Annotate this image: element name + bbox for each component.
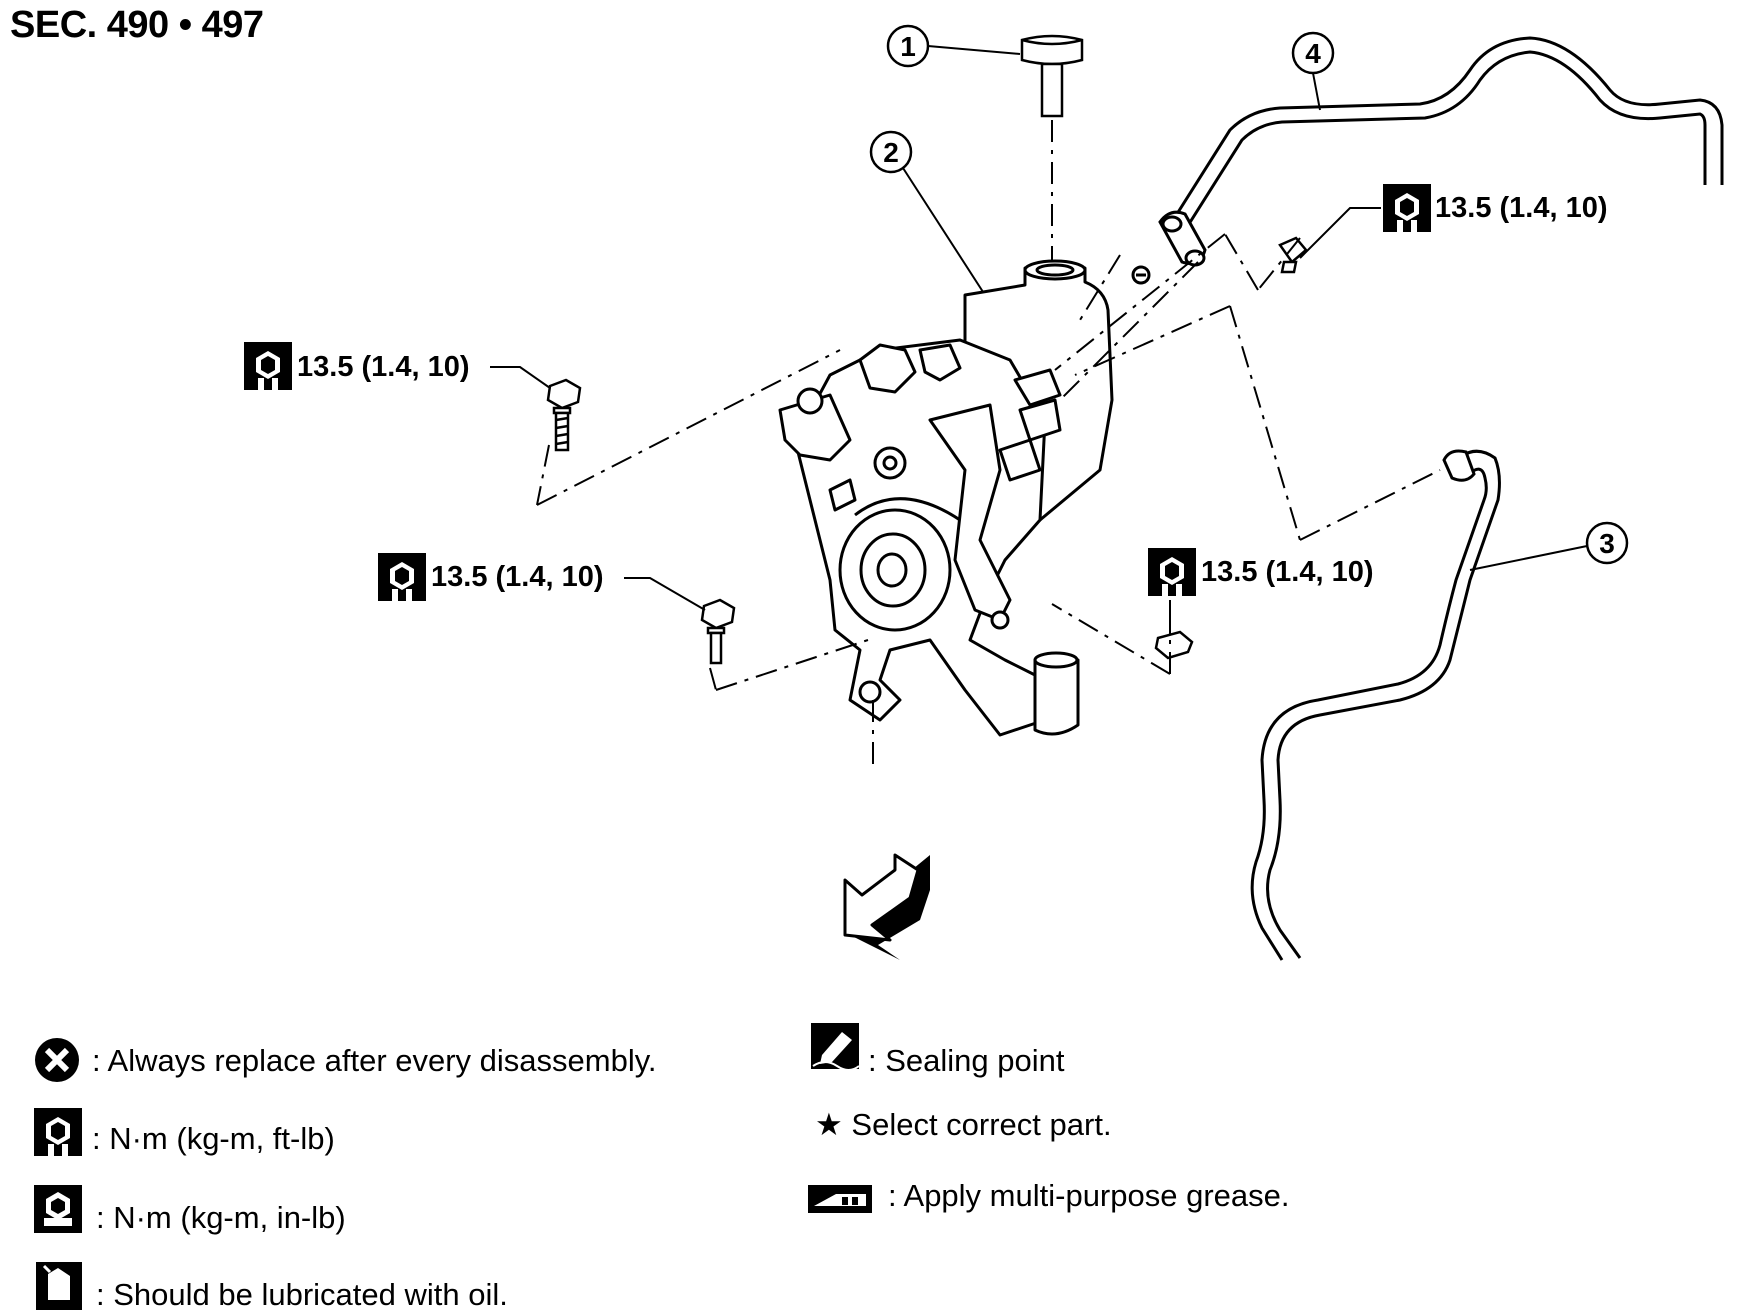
reservoir-cap: [1020, 34, 1084, 260]
mounting-bolt-center: [700, 598, 736, 665]
legend-left: : Always replace after every disassembly…: [34, 1038, 657, 1312]
legend-text-replace: : Always replace after every disassembly…: [92, 1043, 657, 1078]
callout-3: 3: [1469, 521, 1629, 571]
torque-value-center: 13.5 (1.4, 10): [431, 561, 604, 593]
torque-wrench-inlb-icon: [34, 1185, 82, 1233]
power-steering-pump: [778, 259, 1114, 737]
callout-number-4: 4: [1305, 38, 1321, 69]
torque-spec-center: 13.5 (1.4, 10): [378, 553, 706, 611]
legend-text-sealing: : Sealing point: [868, 1043, 1065, 1078]
callout-4: 4: [1291, 31, 1335, 111]
callout-number-2: 2: [883, 137, 899, 168]
legend-right: : Sealing point ★ Select correct part. :…: [808, 1023, 1290, 1213]
legend-text-select-part: ★ Select correct part.: [815, 1107, 1112, 1142]
alignment-lines: [536, 233, 1441, 770]
mounting-bolt-left: [546, 378, 582, 452]
grease-icon: [808, 1185, 872, 1213]
vehicle-front-arrow: [843, 853, 930, 960]
torque-spec-right: 13.5 (1.4, 10): [1148, 548, 1374, 634]
return-hose: [1250, 449, 1501, 961]
banjo-fitting: [1131, 210, 1207, 285]
callout-number-3: 3: [1599, 528, 1615, 559]
torque-value-upper-right: 13.5 (1.4, 10): [1435, 192, 1608, 224]
torque-spec-upper-right: 13.5 (1.4, 10): [1299, 184, 1608, 259]
banjo-bolt: [1278, 236, 1308, 274]
oil-can-icon: [36, 1262, 82, 1310]
mounting-nut-right: [1154, 630, 1194, 660]
legend-text-grease: : Apply multi-purpose grease.: [888, 1178, 1290, 1213]
torque-value-left: 13.5 (1.4, 10): [297, 351, 470, 383]
callout-number-1: 1: [900, 31, 916, 62]
callout-2: 2: [869, 130, 986, 296]
torque-spec-left: 13.5 (1.4, 10): [244, 342, 551, 390]
torque-value-right: 13.5 (1.4, 10): [1201, 556, 1374, 588]
replace-x-icon: [35, 1038, 79, 1082]
callout-1: 1: [886, 24, 1021, 68]
legend-text-inlb: : N·m (kg-m, in-lb): [96, 1200, 346, 1235]
torque-wrench-icon: [34, 1108, 82, 1156]
legend-text-oil: : Should be lubricated with oil.: [96, 1277, 508, 1312]
sealing-point-icon: [811, 1023, 860, 1071]
legend-text-ftlb: : N·m (kg-m, ft-lb): [92, 1121, 335, 1156]
section-title: SEC. 490 • 497: [10, 4, 264, 46]
high-pressure-hose: [1168, 36, 1724, 236]
